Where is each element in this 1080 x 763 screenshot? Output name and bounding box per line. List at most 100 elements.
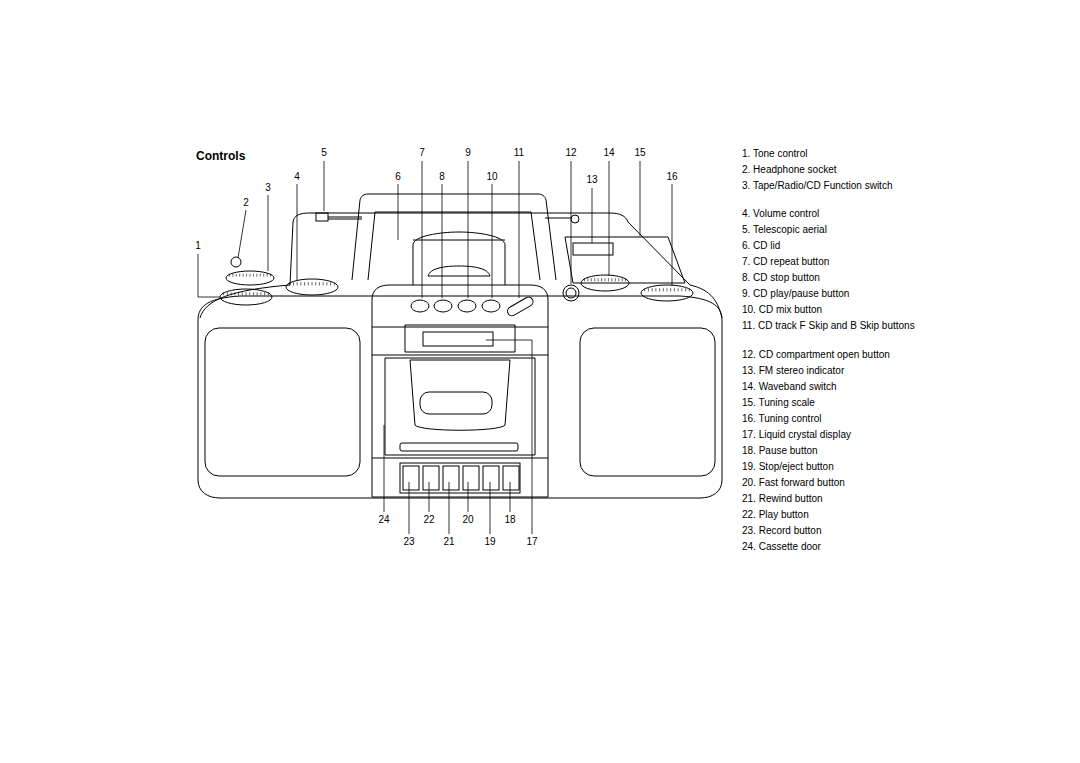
knurl-line bbox=[267, 274, 268, 277]
knurl-line bbox=[622, 278, 623, 281]
legend-item: 19. Stop/eject button bbox=[742, 461, 834, 473]
knurl-line bbox=[587, 278, 588, 281]
knurl-line bbox=[231, 292, 232, 295]
knurl-line bbox=[246, 292, 247, 295]
knurl-line bbox=[615, 278, 616, 281]
callout-number: 2 bbox=[242, 197, 250, 209]
cassette-key bbox=[403, 466, 419, 490]
callout-number: 18 bbox=[503, 514, 516, 526]
legend-item: 8. CD stop button bbox=[742, 272, 820, 284]
knurl-line bbox=[253, 292, 254, 295]
legend-item: 23. Record button bbox=[742, 525, 822, 537]
legend-item: 13. FM stereo indicator bbox=[742, 365, 844, 377]
knurl-line bbox=[330, 282, 331, 285]
knurl-line bbox=[260, 292, 261, 295]
knurl-line bbox=[326, 282, 327, 285]
callout-number: 19 bbox=[483, 536, 496, 548]
knurl-line bbox=[674, 288, 675, 291]
knurl-line bbox=[293, 282, 294, 285]
diagram-title: Controls bbox=[196, 149, 245, 163]
legend-item: 5. Telescopic aerial bbox=[742, 224, 827, 236]
callout-number: 16 bbox=[665, 171, 678, 183]
callout-number: 1 bbox=[194, 240, 202, 252]
cassette-key bbox=[463, 466, 479, 490]
knurl-line bbox=[678, 288, 679, 291]
knurl-line bbox=[308, 282, 309, 285]
knurl-line bbox=[591, 278, 592, 281]
knurl-line bbox=[584, 278, 585, 281]
legend-item: 12. CD compartment open button bbox=[742, 349, 890, 361]
knurl-line bbox=[300, 282, 301, 285]
knurl-line bbox=[655, 288, 656, 291]
knurl-line bbox=[625, 278, 626, 281]
callout-number: 21 bbox=[442, 536, 455, 548]
callout-number: 6 bbox=[394, 171, 402, 183]
callout-number: 20 bbox=[461, 514, 474, 526]
knurl-line bbox=[239, 274, 240, 277]
knurl-line bbox=[250, 274, 251, 277]
callout-number: 15 bbox=[633, 147, 646, 159]
knurl-line bbox=[334, 282, 335, 285]
knurl-line bbox=[648, 288, 649, 291]
knurl-line bbox=[601, 278, 602, 281]
knurl-line bbox=[232, 274, 233, 277]
knurl-line bbox=[323, 282, 324, 285]
legend-item: 9. CD play/pause button bbox=[742, 288, 849, 300]
knurl-line bbox=[663, 288, 664, 291]
legend-item: 4. Volume control bbox=[742, 208, 819, 220]
knurl-line bbox=[312, 282, 313, 285]
callout-number: 13 bbox=[585, 174, 598, 186]
callout-number: 12 bbox=[564, 147, 577, 159]
callout-number: 22 bbox=[422, 514, 435, 526]
legend-item: 11. CD track F Skip and B Skip buttons bbox=[742, 320, 916, 332]
callout-number: 11 bbox=[513, 147, 525, 159]
legend-item: 10. CD mix button bbox=[742, 304, 822, 316]
knurl-line bbox=[253, 274, 254, 277]
knurl-line bbox=[659, 288, 660, 291]
knurl-line bbox=[319, 282, 320, 285]
cassette-key bbox=[423, 466, 439, 490]
knurl-line bbox=[256, 274, 257, 277]
callout-number: 9 bbox=[464, 147, 472, 159]
knurl-line bbox=[315, 282, 316, 285]
legend-item: 1. Tone control bbox=[742, 148, 807, 160]
legend-item: 16. Tuning control bbox=[742, 413, 822, 425]
knurl-line bbox=[249, 292, 250, 295]
knurl-line bbox=[289, 282, 290, 285]
knurl-line bbox=[268, 292, 269, 295]
knurl-line bbox=[681, 288, 682, 291]
knurl-line bbox=[594, 278, 595, 281]
cassette-key bbox=[443, 466, 459, 490]
knurl-line bbox=[227, 292, 228, 295]
knurl-line bbox=[685, 288, 686, 291]
callout-number: 8 bbox=[438, 171, 446, 183]
knurl-line bbox=[236, 274, 237, 277]
legend-item: 20. Fast forward button bbox=[742, 477, 845, 489]
callout-number: 14 bbox=[602, 147, 615, 159]
cassette-key bbox=[503, 466, 519, 490]
knurl-line bbox=[670, 288, 671, 291]
legend-item: 17. Liquid crystal display bbox=[742, 429, 851, 441]
legend-item: 22. Play button bbox=[742, 509, 809, 521]
legend-item: 7. CD repeat button bbox=[742, 256, 829, 268]
knurl-line bbox=[257, 292, 258, 295]
legend-item: 14. Waveband switch bbox=[742, 381, 837, 393]
knurl-line bbox=[270, 274, 271, 277]
callout-number: 23 bbox=[402, 536, 415, 548]
knurl-line bbox=[644, 288, 645, 291]
callout-number: 4 bbox=[293, 171, 301, 183]
knurl-line bbox=[611, 278, 612, 281]
knurl-line bbox=[598, 278, 599, 281]
callout-number: 17 bbox=[525, 536, 538, 548]
legend-item: 21. Rewind button bbox=[742, 493, 823, 505]
knurl-line bbox=[297, 282, 298, 285]
legend-item: 18. Pause button bbox=[742, 445, 818, 457]
knurl-line bbox=[304, 282, 305, 285]
knurl-line bbox=[234, 292, 235, 295]
callout-number: 5 bbox=[320, 147, 328, 159]
knurl-line bbox=[667, 288, 668, 291]
knurl-line bbox=[618, 278, 619, 281]
knurl-line bbox=[652, 288, 653, 291]
legend-item: 6. CD lid bbox=[742, 240, 780, 252]
